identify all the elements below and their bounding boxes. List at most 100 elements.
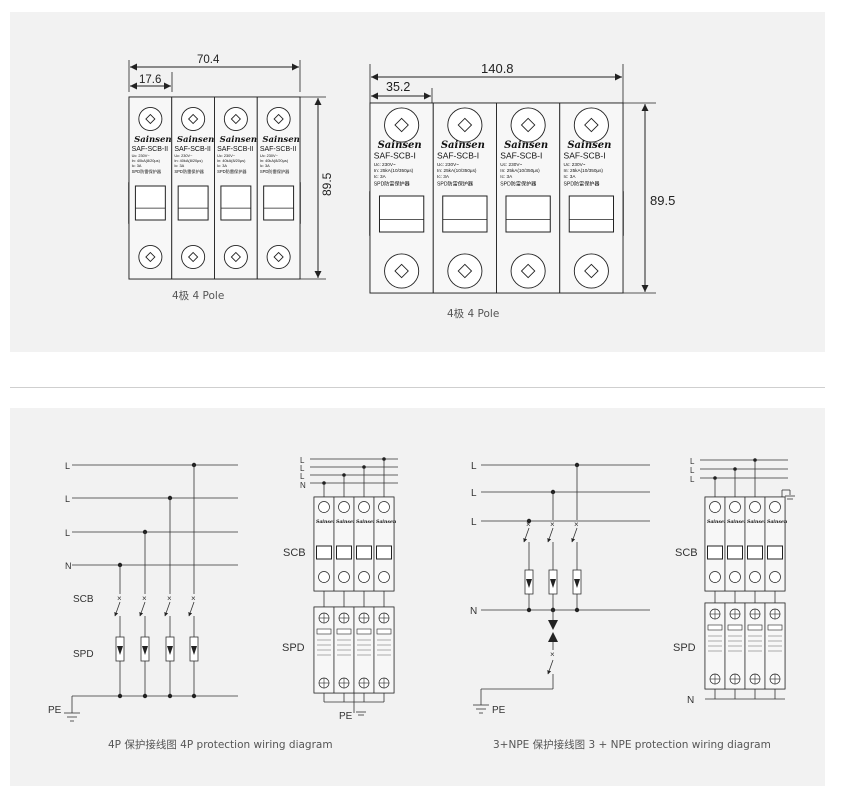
junction-dot: [526, 607, 532, 613]
switch-contact-icon: ×: [117, 594, 122, 603]
spec-uc: Uc: 230V~: [374, 162, 396, 167]
protection-branch: ×: [571, 462, 582, 613]
mnpe-line-1: L: [690, 457, 695, 466]
spec-uc: Uc: 230V~: [437, 162, 459, 167]
brand-label: Sainsen: [220, 135, 257, 145]
junction-dot: [322, 481, 326, 485]
spec-ic: Ic: 3A: [374, 174, 387, 179]
wnpe-line-3: L: [471, 517, 477, 528]
mini-brand-label: Sainsen: [316, 519, 337, 525]
model-label: SAF-SCB-II: [174, 146, 211, 153]
m4p-pe-label: PE: [339, 711, 353, 722]
spd-label: SPD防雷保护器: [132, 168, 162, 175]
w4p-line-2: L: [65, 494, 70, 504]
switch-lever-icon: [177, 185, 209, 221]
spd-label: SPD防雷保护器: [174, 168, 204, 175]
spec-uc: Uc: 230V~: [260, 154, 279, 158]
m4p-line-2: L: [300, 464, 305, 473]
model-label: SAF-SCB-II: [132, 146, 169, 153]
bottom-terminal-icon: [447, 253, 483, 289]
section-divider: [10, 387, 825, 388]
m4p-line-1: L: [300, 456, 305, 465]
mnpe-scb-label: SCB: [675, 547, 698, 559]
w4p-line-n: N: [65, 561, 72, 571]
m4p-scb-label: SCB: [283, 547, 306, 559]
junction-dot: [382, 457, 386, 461]
mini-module: Sainsen: [744, 496, 768, 690]
top-terminal-icon: [447, 107, 483, 143]
spec-uc: Uc: 230V~: [217, 154, 236, 158]
spec-ic: Ic: 3A: [217, 164, 227, 168]
w4p-spd-label: SPD: [73, 649, 94, 660]
junction-dot: [362, 465, 366, 469]
spd-label: SPD防雷保护器: [500, 181, 536, 188]
top-terminal-icon: [573, 107, 609, 143]
spd-label: SPD防雷保护器: [217, 168, 247, 175]
dim-right-width: 140.8: [481, 61, 514, 76]
top-terminal-icon: [266, 107, 291, 131]
mini-brand-label: Sainsen: [707, 519, 728, 525]
wnpe-line-2: L: [471, 488, 477, 499]
bottom-terminal-icon: [181, 245, 206, 269]
bottom-terminal-icon: [138, 245, 163, 269]
brand-label: Sainsen: [262, 135, 299, 145]
model-label: SAF-SCB-I: [564, 151, 606, 161]
spd-label: SPD防雷保护器: [564, 181, 600, 188]
protection-branch: ×: [164, 495, 175, 699]
wnpe-line-1: L: [471, 461, 477, 472]
left-pole-caption: 4极 4 Pole: [172, 289, 224, 302]
junction-dot: [167, 693, 173, 699]
spec-uc: Uc: 230V~: [174, 154, 193, 158]
spec-in: In: 40kA(8/20µs): [217, 159, 246, 163]
protection-branch: ×: [114, 562, 125, 699]
protection-branch: ×: [547, 489, 558, 613]
switch-contact-icon: ×: [167, 594, 172, 603]
w4p-line-3: L: [65, 528, 70, 538]
mini-brand-label: Sainsen: [767, 519, 788, 525]
spec-ic: Ic: 3A: [564, 174, 577, 179]
bottom-terminal-icon: [223, 245, 248, 269]
spec-in: In: 25kA(10/350µs): [374, 168, 414, 173]
switch-lever-icon: [505, 195, 551, 233]
switch-lever-icon: [220, 185, 252, 221]
dim-right-module: 35.2: [386, 80, 410, 94]
top-terminal-icon: [223, 107, 248, 131]
mini-brand-label: Sainsen: [727, 519, 748, 525]
switch-contact-icon: ×: [191, 594, 196, 603]
caption-4p-wiring: 4P 保护接线图 4P protection wiring diagram: [108, 738, 333, 751]
w4p-scb-label: SCB: [73, 594, 94, 605]
w4p-line-1: L: [65, 461, 70, 471]
brand-label: Sainsen: [134, 135, 171, 145]
spd-label: SPD防雷保护器: [437, 181, 473, 188]
spec-ic: Ic: 3A: [174, 164, 184, 168]
wiring-npe-schematic: ××××: [473, 462, 650, 714]
m4p-spd-label: SPD: [282, 642, 305, 654]
caption-npe-wiring: 3+NPE 保护接线图 3 + NPE protection wiring di…: [493, 738, 771, 751]
m4p-line-n: N: [300, 481, 306, 490]
wiring-diagram-panel: [10, 408, 825, 786]
mini-brand-label: Sainsen: [356, 519, 377, 525]
switch-contact-icon: ×: [550, 520, 555, 529]
w4p-pe-label: PE: [48, 705, 62, 716]
bottom-terminal-icon: [266, 245, 291, 269]
spd-label: SPD防雷保护器: [260, 168, 290, 175]
mini-brand-label: Sainsen: [336, 519, 357, 525]
brand-label: Sainsen: [177, 135, 214, 145]
spec-uc: Uc: 230V~: [564, 162, 586, 167]
brand-label: Sainsen: [504, 140, 548, 151]
top-terminal-icon: [138, 107, 163, 131]
mnpe-line-2: L: [690, 466, 695, 475]
top-terminal-icon: [384, 107, 420, 143]
model-label: SAF-SCB-I: [374, 151, 416, 161]
model-label: SAF-SCB-I: [500, 151, 542, 161]
